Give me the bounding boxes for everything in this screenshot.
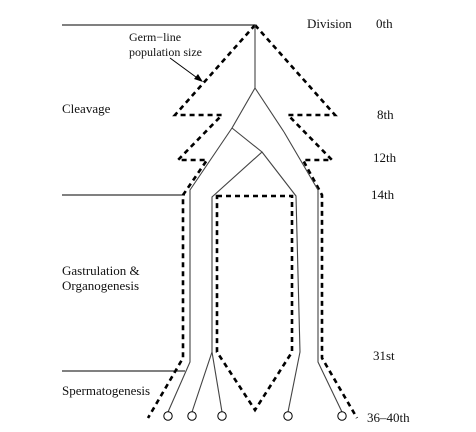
annotation-arrow-line (169, 57, 201, 81)
lineage-inner-left (191, 127, 263, 413)
lineage-outer-left (167, 127, 233, 413)
annotation-germ-line: Germ−line (129, 30, 182, 44)
population-outline-right (254, 24, 359, 419)
annotation-population-size: population size (129, 45, 202, 59)
gamete-cell (337, 411, 347, 421)
gamete-cell (283, 411, 293, 421)
gamete-cell (163, 411, 173, 421)
gamete-cell (217, 411, 227, 421)
division-label-12: 12th (373, 150, 397, 165)
division-label-8: 8th (377, 107, 394, 122)
division-label-0: 0th (376, 16, 393, 31)
stage-label-cleavage: Cleavage (62, 101, 111, 116)
lineage-inner-right (261, 151, 301, 413)
stage-label-spermatogenesis: Spermatogenesis (62, 383, 151, 398)
division-label-31: 31st (373, 348, 395, 363)
lineage-outer-right (283, 131, 343, 413)
gamete-cell (187, 411, 197, 421)
stage-label-gastrulation: Gastrulation & (62, 263, 140, 278)
lineage-branch-left (231, 87, 256, 129)
stage-label-organogenesis: Organogenesis (62, 278, 140, 293)
population-outline-inner (215, 194, 294, 413)
annotation-arrow-head (194, 74, 203, 82)
cell-lineage-tree (167, 25, 343, 413)
division-label-14: 14th (371, 187, 395, 202)
division-label-36-40: 36–40th (367, 410, 410, 425)
population-outline-left (146, 24, 256, 419)
lineage-branch-right (254, 87, 285, 133)
lineage-inner-left-fork (211, 351, 223, 413)
division-title: Division (307, 16, 352, 31)
